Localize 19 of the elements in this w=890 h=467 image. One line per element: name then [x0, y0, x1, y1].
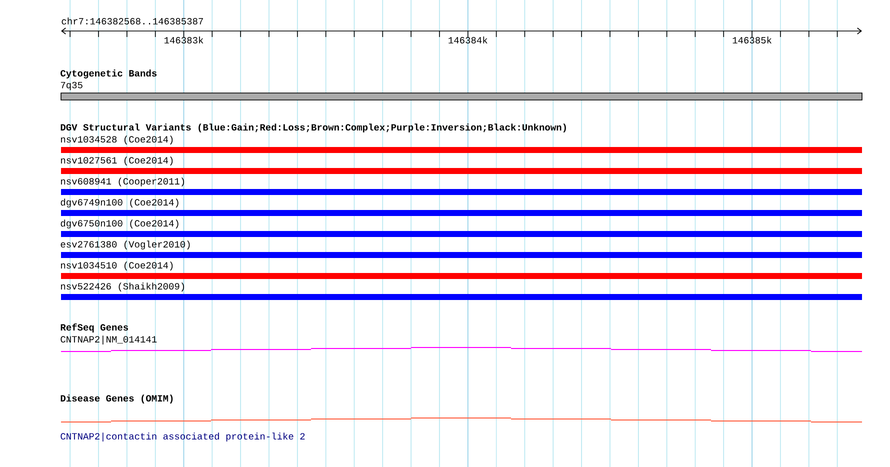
- track-label: CNTNAP2|NM_014141: [60, 336, 157, 344]
- track-title: RefSeq Genes: [60, 324, 128, 332]
- track-title: DGV Structural Variants (Blue:Gain;Red:Loss;Brown:Complex;Purple:Inversion;Black:Unknown): [60, 124, 566, 132]
- variant-label: nsv522426 (Shaikh2009): [61, 282, 184, 292]
- variant-label: dgv6749n100 (Coe2014): [60, 198, 178, 208]
- track-label: 7q35: [60, 82, 82, 90]
- coordinate-label: chr7:146382568..146385387: [62, 18, 203, 24]
- gene-link: CNTNAP2|contactin associated protein-like 2: [60, 432, 305, 442]
- track-title: Cytogenetic Bands: [60, 70, 157, 78]
- track-title: Disease Genes (OMIM): [60, 394, 173, 404]
- variant-label: dgv6750n100 (Coe2014): [60, 220, 178, 228]
- variant-label: esv2761380 (Vogler2010): [60, 240, 190, 250]
- variant-label: nsv1034510 (Coe2014): [61, 262, 173, 270]
- tick-label: 146383k: [164, 36, 204, 44]
- tick-label: 146384k: [448, 36, 488, 44]
- variant-label: nsv1027561 (Coe2014): [61, 156, 173, 166]
- tick-label: 146385k: [732, 36, 772, 44]
- variant-label: nsv1034528 (Coe2014): [61, 136, 173, 144]
- variant-label: nsv608941 (Cooper2011): [61, 178, 184, 186]
